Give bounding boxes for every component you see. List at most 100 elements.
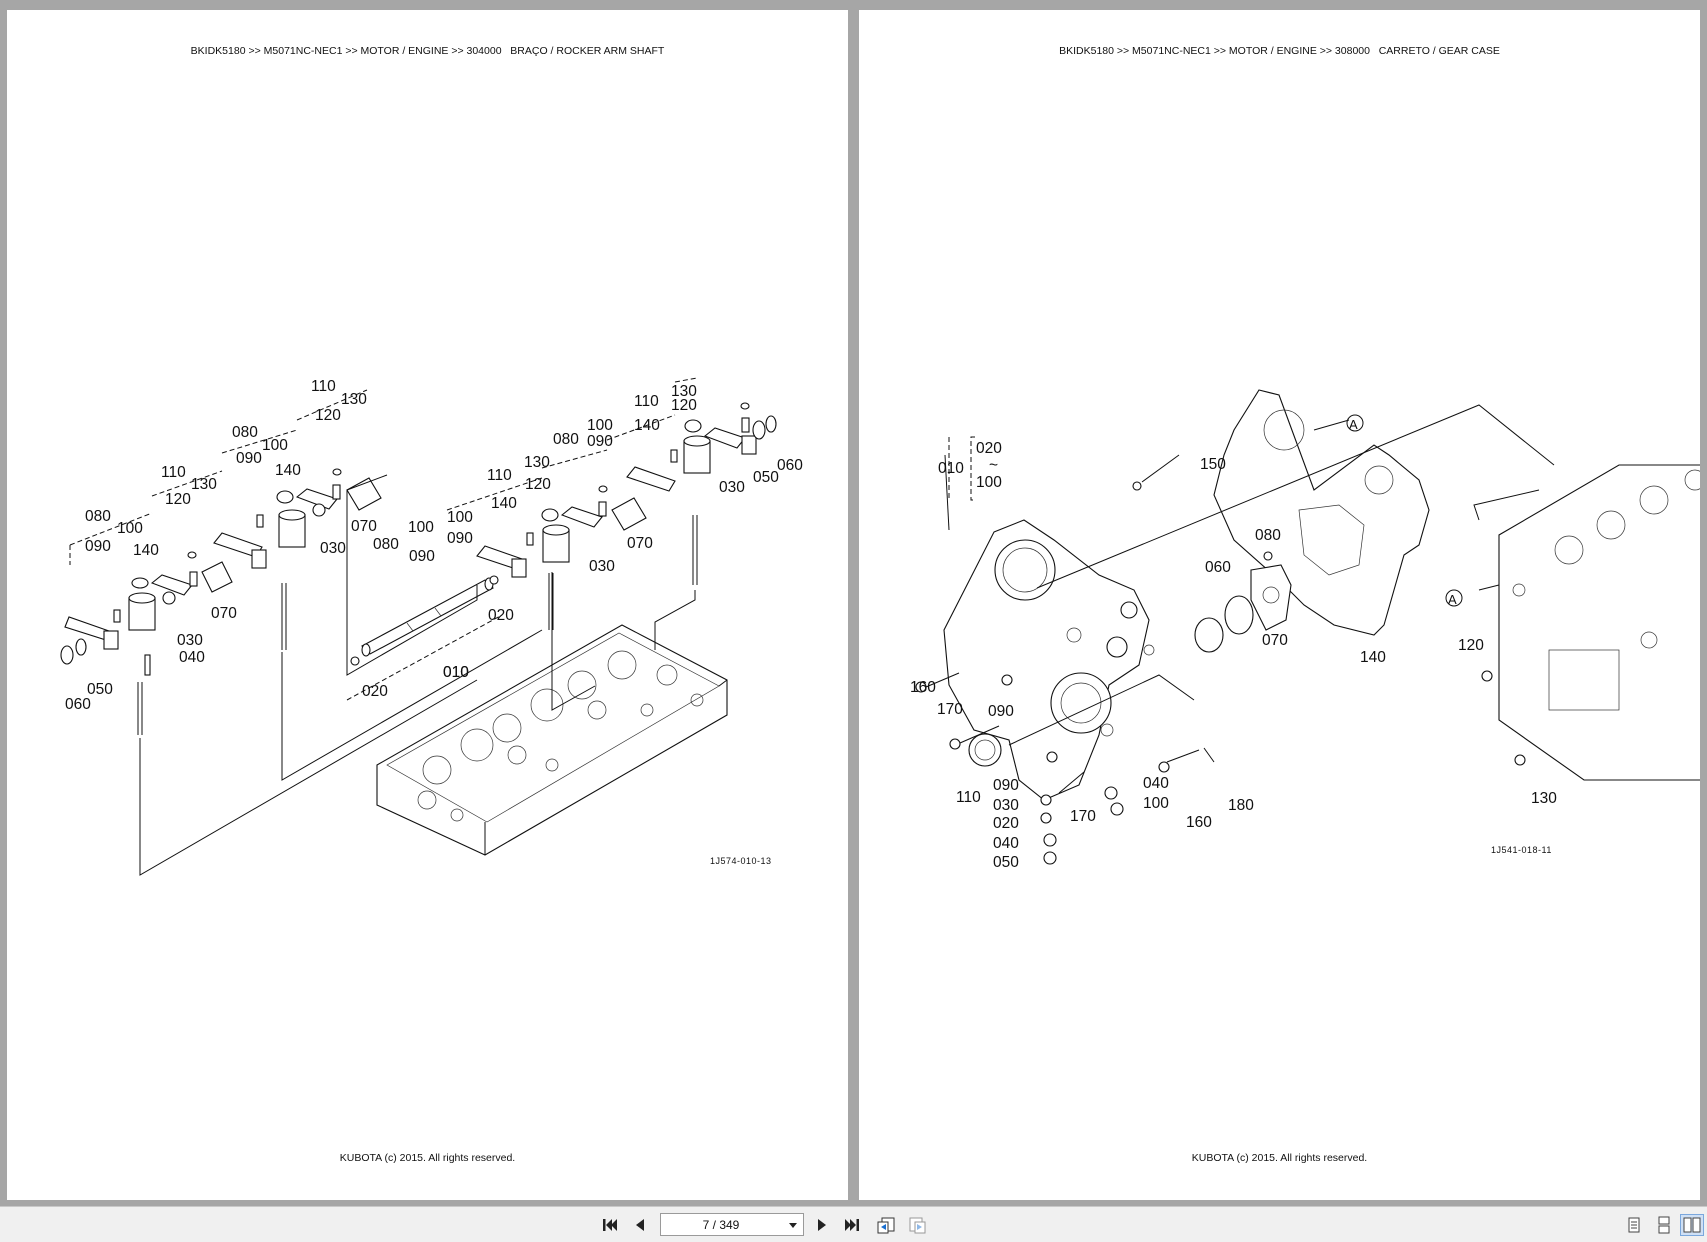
callout: 070: [211, 605, 237, 622]
callout: 030: [177, 632, 203, 649]
callout: 100: [117, 520, 143, 537]
callout: 090: [236, 450, 262, 467]
page-header: BKIDK5180 >> M5071NC-NEC1 >> MOTOR / ENG…: [1059, 45, 1500, 57]
page-header: BKIDK5180 >> M5071NC-NEC1 >> MOTOR / ENG…: [190, 45, 665, 57]
figure-code: 1J541-018-11: [1491, 845, 1552, 855]
callout: 120: [1458, 637, 1484, 654]
callout: 090: [85, 538, 111, 555]
callout: 100: [1143, 795, 1169, 812]
previous-page-button[interactable]: [628, 1214, 652, 1236]
continuous-view-button[interactable]: [1652, 1214, 1676, 1236]
callout: 040: [1143, 775, 1169, 792]
callout: 110: [487, 467, 512, 484]
page-number-select[interactable]: 7 / 349: [660, 1213, 804, 1236]
callout: 090: [993, 777, 1019, 794]
first-page-button[interactable]: [598, 1214, 622, 1236]
callout: 060: [1205, 559, 1231, 576]
gear-case-drawing: [943, 519, 1155, 801]
svg-text:020: 020: [976, 440, 1002, 457]
callout: 090: [409, 548, 435, 565]
right-page: BKIDK5180 >> M5071NC-NEC1 >> MOTOR / ENG…: [859, 10, 1700, 1200]
rocker-arm-group-3: [476, 485, 647, 578]
callout: 100: [587, 417, 613, 434]
guide-lines: [944, 404, 1555, 746]
callout: 100: [408, 519, 434, 536]
callout: 110: [956, 789, 981, 806]
callout: 130: [524, 454, 550, 471]
rocker-arm-group-2: [213, 468, 382, 569]
previous-page-icon: [636, 1219, 644, 1231]
callout: 020: [488, 607, 514, 624]
svg-text:A: A: [1349, 417, 1358, 432]
rocker-shaft-drawing: [350, 575, 499, 666]
callout: 040: [179, 649, 205, 666]
first-page-icon: [603, 1219, 617, 1231]
go-back-icon: [877, 1217, 895, 1234]
svg-text:100: 100: [976, 474, 1002, 491]
callout: 080: [373, 536, 399, 553]
callout: 140: [491, 495, 517, 512]
callout: 140: [634, 417, 660, 434]
two-page-view-button[interactable]: [1680, 1214, 1704, 1236]
callout: 040: [993, 835, 1019, 852]
callout: 010: [443, 664, 469, 681]
range-bracket: 020 ~ 100: [970, 436, 1002, 501]
callout: 170: [1070, 808, 1096, 825]
callout: 160: [910, 679, 936, 696]
callout: 100: [447, 509, 473, 526]
callout: 110: [634, 393, 659, 410]
callout: 150: [1200, 456, 1226, 473]
callout: 130: [191, 476, 217, 493]
callout: 110: [161, 464, 186, 481]
svg-text:A: A: [1448, 592, 1457, 607]
callout-labels: 110 130 120 080 100 090 140 070 030 110 …: [65, 378, 803, 713]
callout: 120: [315, 407, 341, 424]
continuous-view-icon: [1658, 1216, 1670, 1234]
callout: 010: [443, 664, 469, 681]
callout: 160: [1186, 814, 1212, 831]
callout: 060: [65, 696, 91, 713]
go-back-button[interactable]: [874, 1214, 898, 1236]
left-page: BKIDK5180 >> M5071NC-NEC1 >> MOTOR / ENG…: [7, 10, 848, 1200]
svg-text:~: ~: [989, 457, 998, 474]
callout: 090: [447, 530, 473, 547]
callout: 080: [232, 424, 258, 441]
cylinder-block-drawing: [1498, 464, 1700, 781]
callout: 030: [589, 558, 615, 575]
callout-labels: 010 150 080 060 070 140 120 130 160 170 …: [910, 456, 1557, 871]
callout: 080: [553, 431, 579, 448]
callout: 070: [1262, 632, 1288, 649]
callout: 080: [1255, 527, 1281, 544]
go-forward-button[interactable]: [906, 1214, 930, 1236]
callout: 080: [85, 508, 111, 525]
callout: 180: [1228, 797, 1254, 814]
callout: 030: [719, 479, 745, 496]
figure-code: 1J574-010-13: [710, 856, 772, 866]
callout: 030: [993, 797, 1019, 814]
callout: 140: [133, 542, 159, 559]
last-page-button[interactable]: [840, 1214, 864, 1236]
go-forward-icon: [909, 1217, 926, 1234]
single-page-view-button[interactable]: [1622, 1214, 1646, 1236]
callout: 010: [938, 460, 964, 477]
cylinder-head-drawing: [376, 624, 728, 856]
callout: 130: [671, 383, 697, 400]
callout: 060: [777, 457, 803, 474]
callout: 100: [262, 437, 288, 454]
viewer-toolbar: 7 / 349: [0, 1206, 1707, 1242]
callout: 170: [937, 701, 963, 718]
callout: 110: [311, 378, 336, 395]
guide-lines: [69, 377, 698, 876]
callout: 090: [988, 703, 1014, 720]
callout: 020: [362, 683, 388, 700]
single-page-view-icon: [1628, 1217, 1640, 1233]
gear-case-diagram: A A 020 ~ 100 010 150 080 060 070 140 12…: [910, 389, 1700, 871]
last-page-icon: [845, 1219, 859, 1231]
oil-pump-drawing: [1194, 564, 1292, 653]
chevron-down-icon: [789, 1223, 797, 1228]
rocker-arm-group-4: [626, 402, 777, 492]
callout: 120: [671, 397, 697, 414]
page-indicator: 7 / 349: [702, 1218, 740, 1232]
next-page-button[interactable]: [810, 1214, 834, 1236]
callout: 130: [1531, 790, 1557, 807]
